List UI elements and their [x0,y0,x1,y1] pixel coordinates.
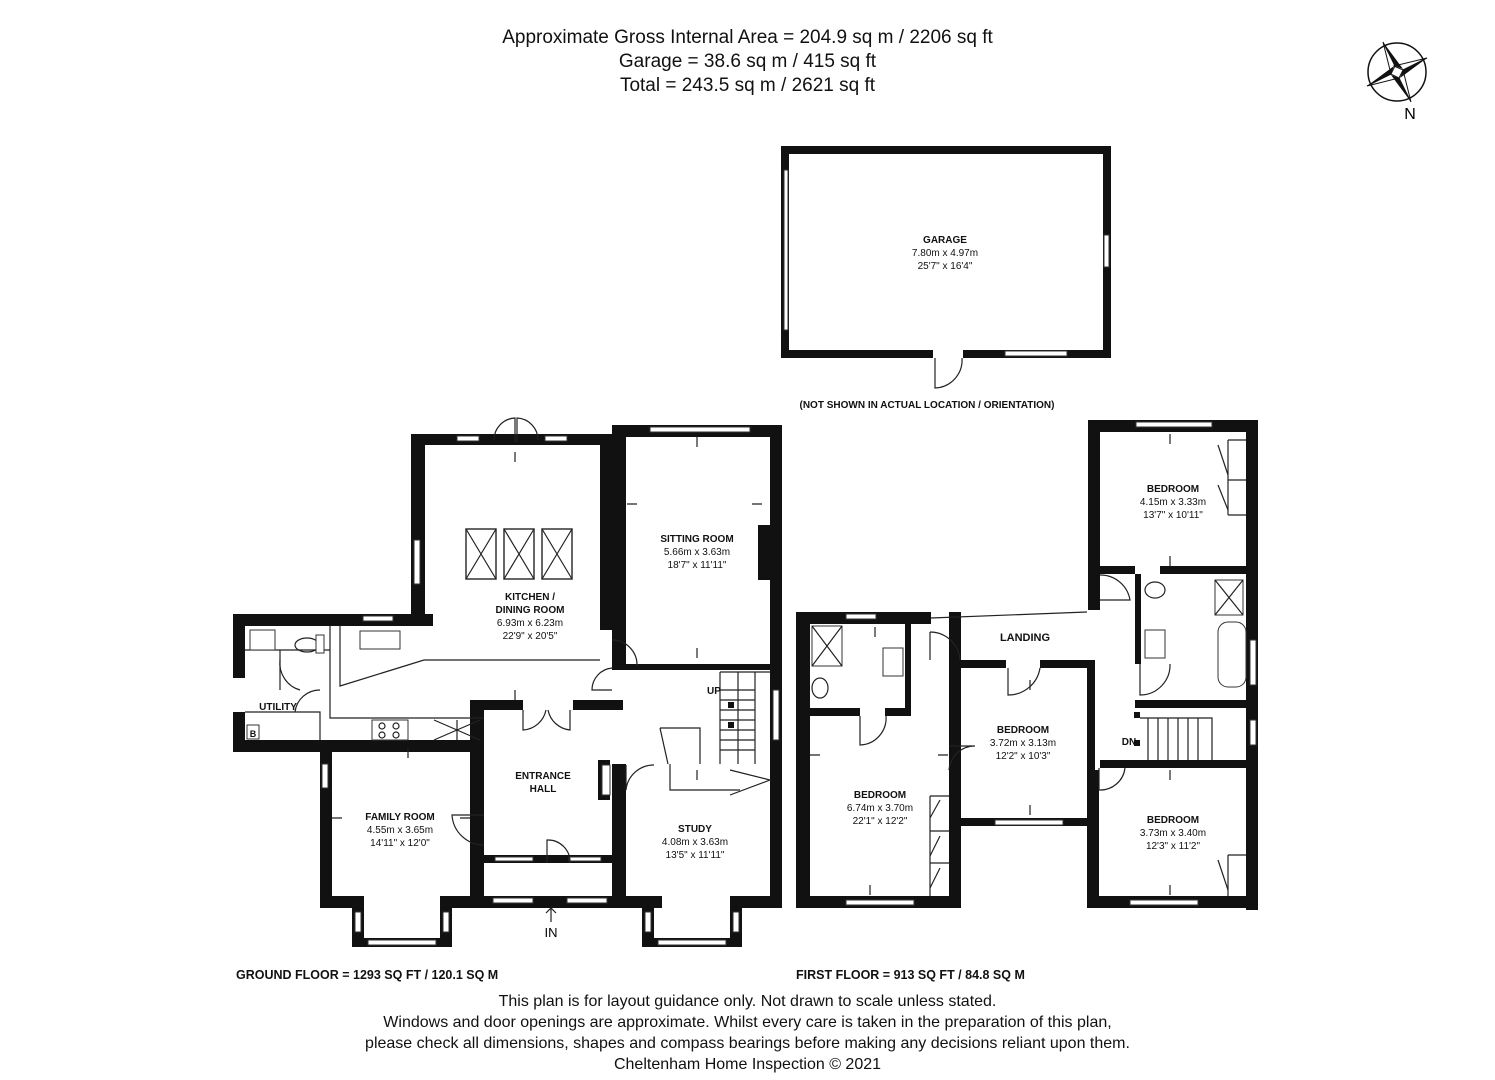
boiler-label: B [250,729,257,739]
garage-area-text: Garage = 38.6 sq m / 415 sq ft [618,51,877,72]
disclaimer-line-1: This plan is for layout guidance only. N… [498,993,997,1010]
bedroom-1-metric: 6.74m x 3.70m [847,803,913,814]
disclaimer-line-2: Windows and door openings are approximat… [383,1014,1112,1031]
bedroom-3-imperial: 13'7" x 10'11" [1143,510,1203,521]
ground-floor-label: GROUND FLOOR = 1293 SQ FT / 120.1 SQ M [236,968,499,982]
garage-location-note: (NOT SHOWN IN ACTUAL LOCATION / ORIENTAT… [800,400,1055,411]
stairs-down-label: DN [1122,737,1136,748]
bedroom-2-imperial: 12'2" x 10'3" [996,751,1051,762]
kitchen-name-2: DINING ROOM [496,605,565,616]
garage-walls [781,146,1111,389]
compass-north-label: N [1404,106,1416,123]
family-room-name: FAMILY ROOM [365,812,434,823]
stairs-up-label: UP [707,686,721,697]
family-room-metric: 4.55m x 3.65m [367,825,433,836]
kitchen-imperial: 22'9" x 20'5" [503,631,558,642]
gross-area-text: Approximate Gross Internal Area = 204.9 … [502,27,993,48]
bedroom-3-metric: 4.15m x 3.33m [1140,497,1206,508]
entrance-label: IN [545,925,558,940]
bedroom-2-metric: 3.72m x 3.13m [990,738,1056,749]
bedroom-4-imperial: 12'3" x 11'2" [1146,841,1201,852]
bedroom-2-name: BEDROOM [997,725,1049,736]
ground-floor-walls [233,417,782,947]
kitchen-name-1: KITCHEN / [505,592,555,603]
hall-name-1: ENTRANCE [515,771,571,782]
kitchen-metric: 6.93m x 6.23m [497,618,563,629]
study-metric: 4.08m x 3.63m [662,837,728,848]
first-floor-label: FIRST FLOOR = 913 SQ FT / 84.8 SQ M [796,968,1025,982]
bedroom-4-metric: 3.73m x 3.40m [1140,828,1206,839]
entrance-arrow-icon [545,907,557,922]
garage-metric: 7.80m x 4.97m [912,248,978,259]
hall-name-2: HALL [530,784,557,795]
copyright-line: Cheltenham Home Inspection © 2021 [613,1056,882,1073]
bedroom-4-name: BEDROOM [1147,815,1199,826]
bedroom-3-name: BEDROOM [1147,484,1199,495]
sitting-room-metric: 5.66m x 3.63m [664,547,730,558]
first-floor-walls [796,420,1258,910]
utility-name: UTILITY [259,702,297,713]
family-room-imperial: 14'11" x 12'0" [370,838,430,849]
sitting-room-name: SITTING ROOM [660,534,733,545]
landing-name: LANDING [1000,632,1050,644]
garage-name: GARAGE [923,235,967,246]
total-area-text: Total = 243.5 sq m / 2621 sq ft [619,75,876,96]
disclaimer-line-3: please check all dimensions, shapes and … [365,1035,1130,1052]
study-imperial: 13'5" x 11'11" [666,850,725,861]
study-name: STUDY [678,824,712,835]
sitting-room-imperial: 18'7" x 11'11" [668,560,727,571]
bedroom-1-name: BEDROOM [854,790,906,801]
compass-icon [1366,41,1428,103]
bedroom-1-imperial: 22'1" x 12'2" [853,816,908,827]
garage-imperial: 25'7" x 16'4" [918,261,973,272]
